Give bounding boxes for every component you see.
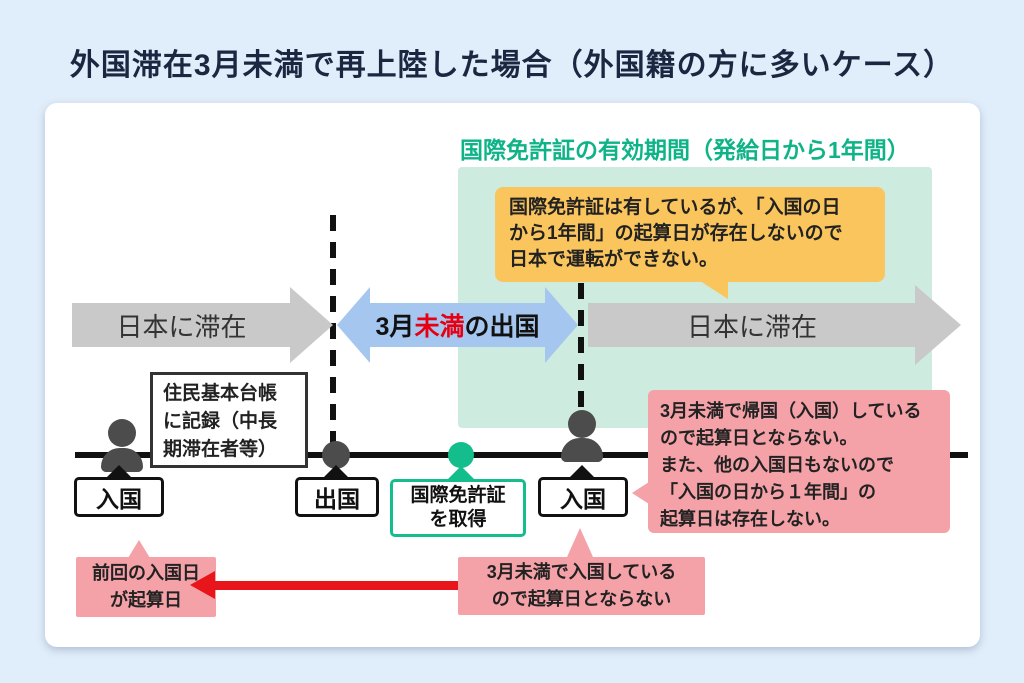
departure-dot — [322, 441, 350, 469]
resident-note-line: 住民基本台帳 — [163, 383, 278, 404]
departure-pointer — [323, 465, 349, 478]
warning-line: から1年間」の起算日が存在しないので — [509, 223, 843, 244]
page-title: 外国滞在3月未満で再上陸した場合（外国籍の方に多いケース） — [69, 49, 955, 82]
warning-callout-tail — [700, 281, 728, 299]
dashed-line-departure — [330, 215, 336, 455]
departure-label-suffix: の出国 — [464, 313, 540, 341]
previous-entry-note: 前回の入国日 が起算日 — [76, 557, 216, 617]
person-icon — [561, 438, 603, 462]
no-start-date-line: ので起算日とならない。 — [660, 428, 858, 448]
reentry-no-start-note: 3月未満で入国している ので起算日とならない — [458, 557, 705, 615]
departure-under-3months-arrow — [368, 303, 546, 347]
warning-line: 日本で運転ができない。 — [509, 249, 719, 270]
start-date-transfer-arrow-head — [190, 571, 215, 599]
resident-note-line: 期滞在者等） — [163, 439, 278, 460]
start-date-transfer-arrow — [214, 581, 458, 590]
entry-second-pointer — [569, 465, 595, 478]
resident-register-note: 住民基本台帳 に記録（中長 期滞在者等） — [150, 372, 308, 468]
entry-label-first: 入国 — [74, 477, 164, 517]
previous-entry-line: が起算日 — [110, 590, 182, 610]
departure-label: 出国 — [295, 477, 379, 517]
license-label-line: 国際免許証 — [410, 485, 506, 506]
cannot-drive-warning-callout: 国際免許証は有しているが、「入国の日 から1年間」の起算日が存在しないので 日本… — [495, 187, 885, 282]
reentry-note-line: ので起算日とならない — [491, 589, 672, 609]
license-acquired-label: 国際免許証 を取得 — [390, 479, 526, 537]
departure-arrow-left-head — [337, 287, 370, 363]
no-start-date-line: 3月未満で帰国（入国）している — [660, 401, 922, 421]
stay-arrow-right-head — [915, 285, 961, 365]
no-start-date-callout: 3月未満で帰国（入国）している ので起算日とならない。 また、他の入国日もないの… — [648, 390, 950, 533]
stay-in-japan-arrow-right — [588, 303, 916, 347]
no-start-date-callout-tail — [632, 482, 649, 504]
license-acquired-dot — [448, 442, 474, 468]
previous-entry-note-tail — [128, 540, 150, 558]
entry-first-pointer — [106, 465, 132, 478]
timeline-axis — [75, 452, 968, 458]
stay-in-japan-arrow-left — [72, 303, 291, 347]
reentry-note-line: 3月未満で入国している — [486, 562, 677, 582]
person-icon — [568, 410, 596, 438]
validity-period-heading: 国際免許証の有効期間（発給日から1年間） — [460, 137, 910, 163]
stay-arrow-left-label: 日本に滞在 — [116, 311, 247, 342]
reentry-note-tail — [567, 528, 593, 557]
stay-arrow-left-head — [290, 287, 333, 363]
no-start-date-line: 起算日は存在しない。 — [660, 509, 840, 529]
departure-label-highlight: 未満 — [414, 313, 465, 341]
departure-label-prefix: 3月 — [375, 313, 415, 341]
license-label-line: を取得 — [429, 509, 487, 530]
no-start-date-line: 「入国の日から１年間」の — [660, 482, 876, 502]
license-pointer — [448, 466, 474, 479]
warning-line: 国際免許証は有しているが、「入国の日 — [509, 197, 841, 218]
departure-arrow-label: 3月未満の出国 — [337, 300, 578, 350]
previous-entry-line: 前回の入国日 — [92, 563, 200, 583]
person-icon — [108, 419, 136, 447]
stay-arrow-right-label: 日本に滞在 — [686, 311, 817, 342]
dashed-line-reentry — [578, 283, 584, 415]
entry-label-second: 入国 — [538, 477, 628, 517]
no-start-date-line: また、他の入国日もないので — [660, 455, 894, 475]
departure-arrow-right-head — [545, 287, 578, 363]
resident-note-line: に記録（中長 — [163, 411, 278, 432]
